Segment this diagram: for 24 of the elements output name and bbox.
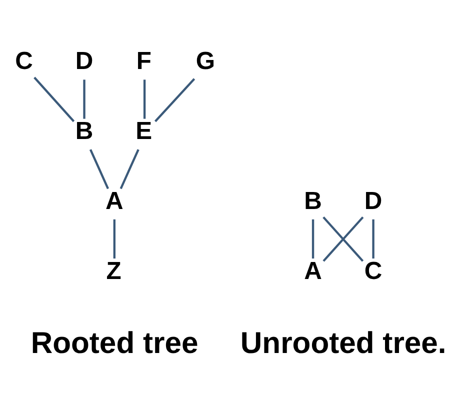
connector [154, 78, 196, 122]
connector [113, 219, 116, 259]
node-text: C [15, 48, 33, 76]
node-text: D [75, 48, 94, 76]
node-text: Z [106, 258, 122, 285]
connector [83, 80, 86, 119]
connector [34, 76, 75, 122]
connector [322, 216, 364, 262]
node-text: B [304, 188, 322, 215]
connector [143, 80, 146, 119]
node-text: E [136, 118, 152, 146]
node-text: F [136, 48, 152, 76]
node-text: D [364, 188, 382, 215]
node-text: A [304, 258, 322, 285]
node-text: C [364, 258, 382, 285]
connector [89, 149, 110, 190]
label: Unrooted tree. [240, 327, 446, 360]
label: Rooted tree [30, 327, 198, 360]
connector [372, 219, 374, 259]
node-text: B [75, 118, 94, 146]
connector [120, 149, 140, 190]
node-text: A [106, 188, 124, 215]
connector [312, 219, 314, 259]
node-text: G [196, 48, 216, 76]
